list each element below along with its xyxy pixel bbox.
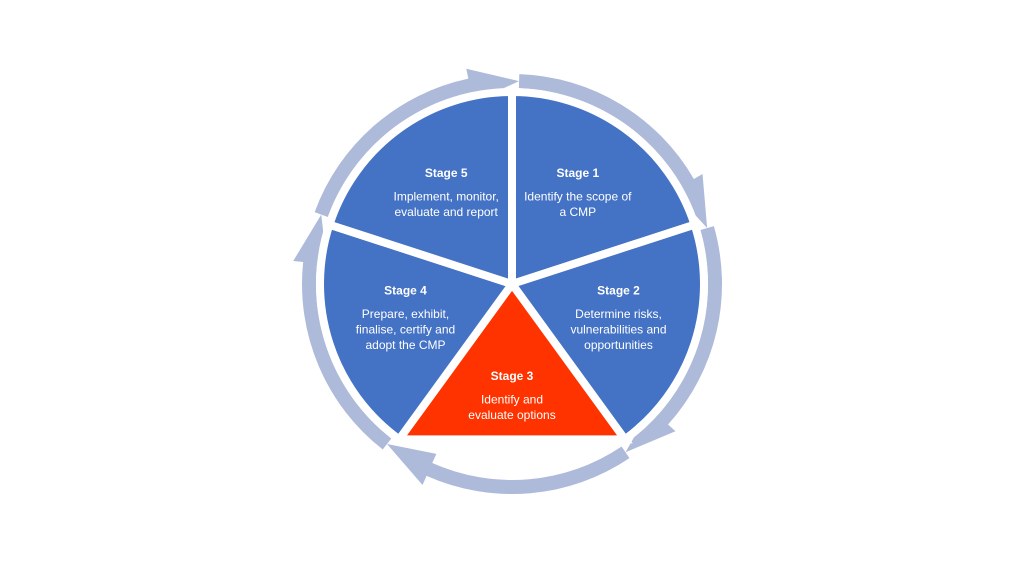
ring-arrow-1 bbox=[518, 74, 708, 229]
stage-4-desc-line-1: Prepare, exhibit, bbox=[362, 307, 449, 321]
stage-4-title: Stage 4 bbox=[384, 284, 427, 298]
stage-4-label: Stage 4 Prepare, exhibit, finalise, certif… bbox=[356, 284, 455, 353]
stage-2-segment bbox=[505, 219, 708, 445]
ring-arrows bbox=[293, 68, 722, 494]
stage-2-desc-line-1: Determine risks, bbox=[575, 307, 662, 321]
ring-arrow-5 bbox=[314, 68, 520, 217]
stage-3-desc-line-2: evaluate options bbox=[468, 408, 555, 422]
stage-3-title: Stage 3 bbox=[491, 369, 534, 383]
ring-arrow-4 bbox=[293, 214, 392, 450]
stage-3-desc-line-1: Identify and bbox=[481, 392, 543, 406]
stage-1-desc-line-1: Identify the scope of bbox=[524, 190, 632, 204]
ring-arrow-3 bbox=[387, 443, 630, 494]
stage-5-title: Stage 5 bbox=[425, 166, 468, 180]
stage-2-desc-line-3: opportunities bbox=[584, 338, 653, 352]
pie-segments bbox=[316, 87, 708, 445]
stage-5-label: Stage 5 Implement, monitor,evaluate and r… bbox=[394, 166, 499, 219]
stage-2-title: Stage 2 bbox=[597, 284, 640, 298]
stage-3-label: Stage 3 Identify and evaluate options bbox=[468, 369, 555, 422]
stage-labels: Stage 1 Identify the scope ofa CMP Stage 2… bbox=[356, 166, 667, 422]
stage-5-desc-line-2: evaluate and report bbox=[394, 205, 498, 219]
stage-2-desc-line-2: vulnerabilities and bbox=[570, 323, 666, 337]
stage-4-segment bbox=[316, 219, 519, 445]
stage-1-label: Stage 1 Identify the scope ofa CMP bbox=[524, 166, 632, 219]
stage-5-segment bbox=[324, 87, 516, 290]
stage-1-title: Stage 1 bbox=[556, 166, 599, 180]
ring-arrow-2 bbox=[625, 226, 722, 453]
stage-5-desc-line-1: Implement, monitor, bbox=[394, 190, 499, 204]
stage-2-label: Stage 2 Determine risks, vulnerabilities a… bbox=[570, 284, 666, 353]
stage-4-desc-line-2: finalise, certify and bbox=[356, 323, 455, 337]
stage-4-desc-line-3: adopt the CMP bbox=[365, 338, 445, 352]
stage-1-desc-line-2: a CMP bbox=[559, 205, 596, 219]
